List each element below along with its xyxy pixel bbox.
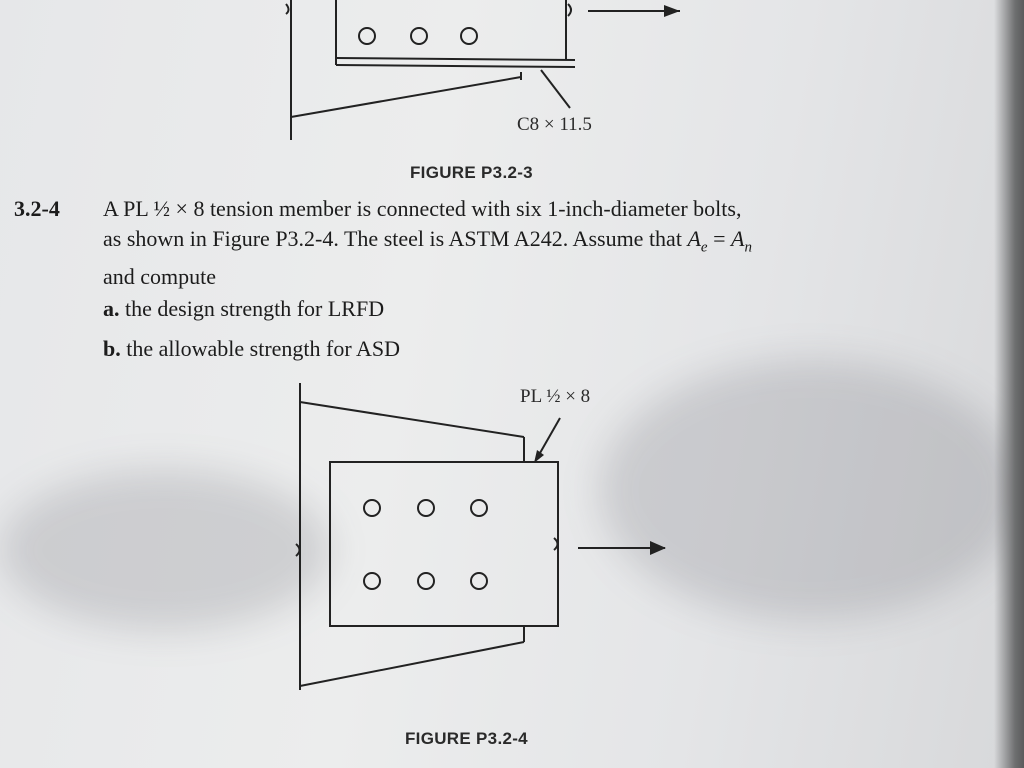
ae-subscript: e xyxy=(700,239,708,256)
problem-statement: A PL ½ × 8 tension member is connected w… xyxy=(103,194,983,292)
arrow-head xyxy=(650,541,666,555)
gusset-slanted-edge xyxy=(290,76,522,118)
page-edge-shadow xyxy=(994,0,1024,768)
bolt-hole xyxy=(460,27,478,45)
channel-flange-bottom xyxy=(335,64,576,68)
figure-caption-bottom: FIGURE P3.2-4 xyxy=(405,729,528,748)
problem-item-b: b. the allowable strength for ASD xyxy=(103,336,400,362)
bolt-hole xyxy=(417,572,435,590)
tension-plate xyxy=(329,461,559,627)
item-marker: a. xyxy=(103,296,120,321)
shadow-right xyxy=(600,360,1020,620)
ae-symbol: A xyxy=(687,226,701,251)
shadow-left xyxy=(0,470,330,630)
arrow-head-top xyxy=(664,5,680,17)
bolt-hole xyxy=(470,499,488,517)
bolt-hole xyxy=(470,572,488,590)
problem-number: 3.2-4 xyxy=(14,196,60,221)
leader-line-top xyxy=(540,69,571,109)
an-subscript: n xyxy=(744,239,752,256)
channel-flange-top xyxy=(335,57,576,61)
channel-label: C8 × 11.5 xyxy=(517,114,592,135)
problem-line-1: A PL ½ × 8 tension member is connected w… xyxy=(103,196,742,221)
equals-sign: = xyxy=(707,226,731,251)
gusset-bottom-edge xyxy=(299,641,525,687)
problem-item-a: a. the design strength for LRFD xyxy=(103,296,384,322)
bolt-hole xyxy=(363,499,381,517)
bolt-hole xyxy=(363,572,381,590)
an-symbol: A xyxy=(730,226,745,251)
item-marker: b. xyxy=(103,336,121,361)
break-symbol-right xyxy=(567,3,572,17)
problem-line-2: as shown in Figure P3.2-4. The steel is … xyxy=(103,224,983,262)
problem-line-3: and compute xyxy=(103,264,217,290)
break-symbol-left xyxy=(285,3,290,15)
break-symbol-right xyxy=(553,537,559,551)
bolt-hole xyxy=(410,27,428,45)
bolt-hole xyxy=(358,27,376,45)
figure-caption-top: FIGURE P3.2-3 xyxy=(410,163,533,182)
plate-label: PL ½ × 8 xyxy=(520,386,591,407)
gusset-top-edge xyxy=(299,401,525,438)
break-symbol-left xyxy=(295,543,301,557)
problem-line-2-text: as shown in Figure P3.2-4. The steel is … xyxy=(103,226,688,251)
leader-arrow-head xyxy=(534,450,544,463)
item-text: the design strength for LRFD xyxy=(125,296,385,321)
bolt-hole xyxy=(417,499,435,517)
item-text: the allowable strength for ASD xyxy=(126,336,400,361)
